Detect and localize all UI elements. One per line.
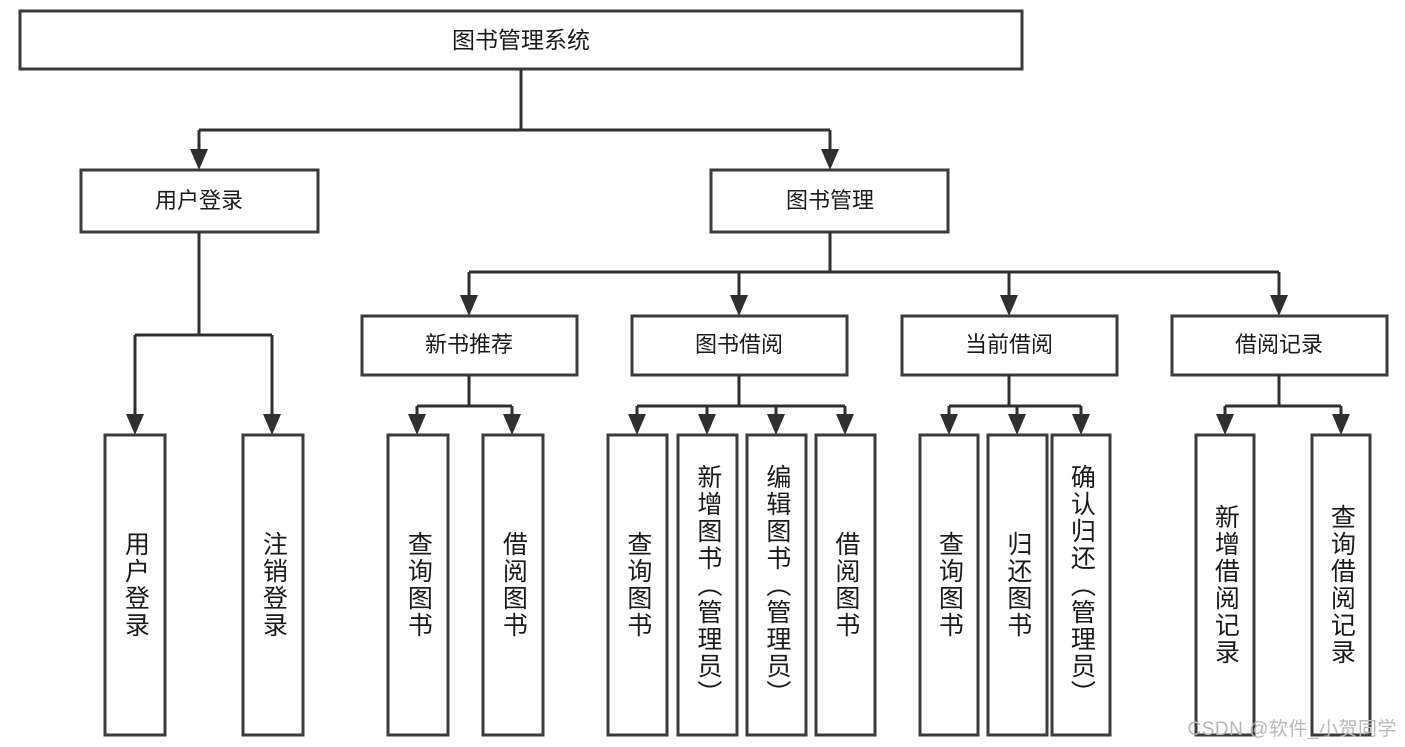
root-label: 图书管理系统 [452, 27, 590, 53]
leaf-box-current-1[interactable] [918, 433, 980, 737]
arrow-to-leaf-record-1 [1216, 414, 1234, 435]
book-borrow-label: 图书借阅 [695, 332, 783, 357]
arrow-to-book-manage [821, 149, 839, 170]
leaf-box-user-login-1[interactable] [103, 433, 167, 737]
leaf-box-borrow-1[interactable] [606, 433, 669, 737]
arrow-to-leaf-record-2 [1332, 414, 1350, 435]
node-user-login[interactable]: 用户登录 [79, 168, 320, 234]
arrow-to-leaf-borrow-3 [767, 414, 785, 435]
leaf-box-current-2[interactable] [986, 433, 1049, 737]
arrow-to-leaf-current-1 [940, 414, 958, 435]
book-borrow-box[interactable] [630, 314, 849, 377]
connector-current-to-leaves [940, 375, 1090, 435]
arrow-to-leaf-borrow-1 [628, 414, 646, 435]
book-manage-box[interactable] [709, 168, 950, 234]
node-new-book-recommend[interactable]: 新书推荐 [360, 314, 579, 377]
arrow-to-new-book-recommend [460, 295, 478, 316]
arrow-to-leaf-borrow-2 [698, 414, 716, 435]
arrow-to-leaf-user-login-1 [126, 414, 144, 435]
arrow-to-user-login [190, 149, 208, 170]
leaf-box-record-2[interactable] [1310, 433, 1372, 737]
connector-borrow-to-leaves [628, 375, 854, 435]
current-borrow-label: 当前借阅 [965, 332, 1053, 357]
node-book-borrow[interactable]: 图书借阅 [630, 314, 849, 377]
watermark-text: CSDN @软件_小贺同学 [1187, 719, 1397, 740]
arrow-to-leaf-current-3 [1072, 414, 1090, 435]
arrow-to-leaf-borrow-4 [836, 414, 854, 435]
borrow-record-box[interactable] [1170, 314, 1389, 377]
node-book-manage[interactable]: 图书管理 [709, 168, 950, 234]
connector-root-to-level2 [190, 69, 839, 170]
node-root[interactable]: 图书管理系统 [18, 9, 1024, 71]
arrow-to-leaf-recommend-2 [503, 414, 521, 435]
arrow-to-leaf-current-2 [1008, 414, 1026, 435]
current-borrow-box[interactable] [900, 314, 1119, 377]
leaf-box-borrow-2[interactable] [676, 433, 739, 737]
root-box[interactable] [18, 9, 1024, 71]
node-current-borrow[interactable]: 当前借阅 [900, 314, 1119, 377]
arrow-to-current-borrow [1000, 295, 1018, 316]
connector-recommend-to-leaves [408, 375, 521, 435]
arrow-to-book-borrow [730, 295, 748, 316]
arrow-to-leaf-recommend-1 [408, 414, 426, 435]
user-login-label: 用户登录 [155, 188, 243, 213]
arrow-to-leaf-user-login-2 [263, 414, 281, 435]
new-book-recommend-label: 新书推荐 [425, 332, 513, 357]
leaf-box-borrow-3[interactable] [745, 433, 808, 737]
leaf-box-record-1[interactable] [1194, 433, 1256, 737]
leaf-box-recommend-1[interactable] [386, 433, 450, 737]
book-manage-label: 图书管理 [786, 188, 874, 213]
leaf-box-user-login-2[interactable] [241, 433, 305, 737]
node-borrow-record[interactable]: 借阅记录 [1170, 314, 1389, 377]
leaf-box-recommend-2[interactable] [481, 433, 545, 737]
leaf-box-current-3[interactable] [1050, 433, 1112, 737]
connector-book-manage-to-level3 [460, 232, 1288, 316]
new-book-recommend-box[interactable] [360, 314, 579, 377]
connector-user-login-to-leaves [126, 232, 281, 435]
connector-record-to-leaves [1216, 375, 1350, 435]
arrow-to-borrow-record [1270, 295, 1288, 316]
leaf-box-borrow-4[interactable] [814, 433, 877, 737]
borrow-record-label: 借阅记录 [1235, 332, 1323, 357]
